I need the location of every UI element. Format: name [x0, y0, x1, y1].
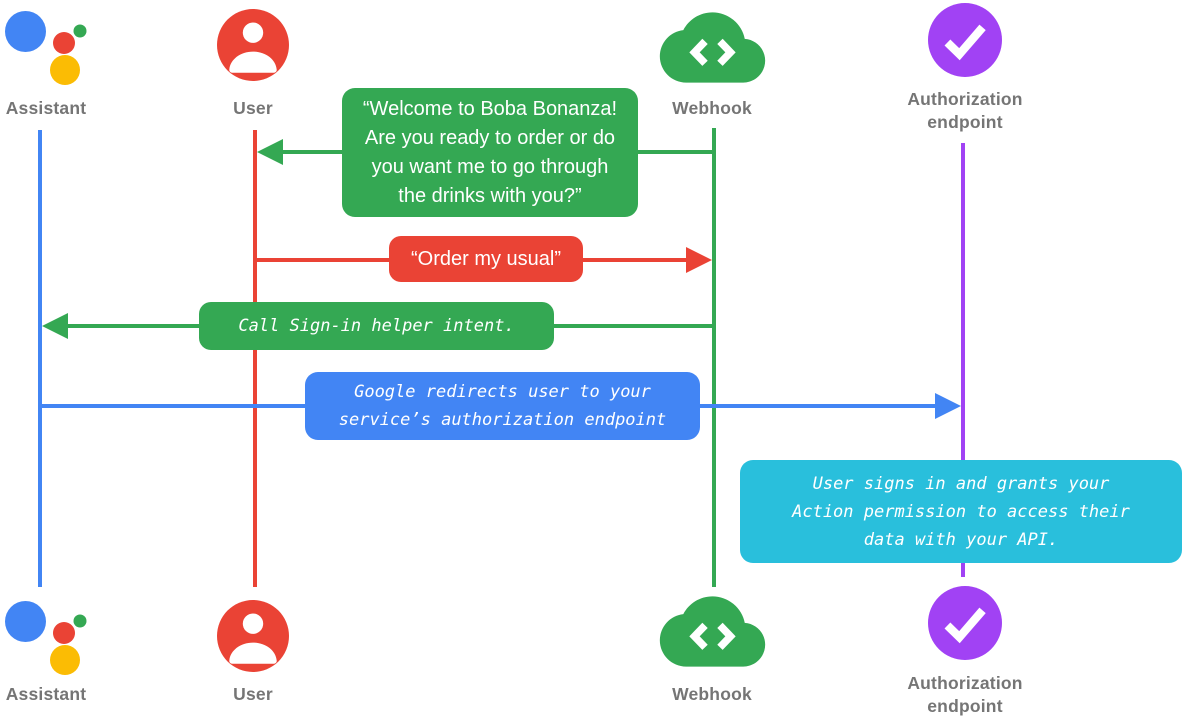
redirect-message-box: Google redirects user to your service’s …: [305, 372, 700, 440]
authorization-check-icon: [928, 3, 1002, 77]
user-label-top: User: [233, 98, 273, 118]
signin-connector-left: [66, 324, 199, 328]
google-assistant-logo-icon: [5, 11, 87, 85]
order-connector-left: [257, 258, 390, 262]
redirect-line-2: service’s authorization endpoint: [338, 410, 667, 430]
user-label-bottom: User: [233, 684, 273, 704]
welcome-connector-right: [638, 150, 712, 154]
welcome-line-4: the drinks with you?”: [398, 184, 582, 207]
grant-line-1: User signs in and grants your: [812, 473, 1110, 494]
grant-line-3: data with your API.: [863, 529, 1059, 550]
grant-line-2: Action permission to access their: [792, 501, 1130, 522]
user-person-icon: [217, 9, 289, 81]
welcome-message-box: “Welcome to Boba Bonanza! Are you ready …: [342, 88, 638, 217]
signin-line-1: Call Sign-in helper intent.: [238, 316, 515, 336]
webhook-label-bottom: Webhook: [672, 684, 752, 704]
auth-label-bottom-line2: endpoint: [927, 696, 1003, 716]
welcome-line-1: “Welcome to Boba Bonanza!: [362, 97, 618, 120]
grant-note-box: User signs in and grants your Action per…: [740, 460, 1182, 563]
order-arrowhead: [686, 247, 712, 273]
auth-label-top-line1: Authorization: [907, 89, 1023, 109]
order-connector-right: [583, 258, 688, 262]
welcome-line-3: you want me to go through: [371, 155, 609, 178]
signin-message-box: Call Sign-in helper intent.: [199, 302, 554, 350]
signin-arrowhead: [42, 313, 68, 339]
assistant-label-top: Assistant: [5, 98, 87, 118]
auth-endpoint-lifeline: [961, 143, 965, 577]
user-lifeline: [253, 130, 257, 587]
welcome-arrowhead: [257, 139, 283, 165]
order-message-box: “Order my usual”: [389, 236, 583, 282]
webhook-cloud-icon: [659, 12, 766, 83]
order-line-1: “Order my usual”: [410, 247, 562, 270]
assistant-label-bottom: Assistant: [5, 684, 87, 704]
auth-label-bottom: Authorization endpoint: [901, 672, 1029, 718]
google-assistant-logo-icon-bottom: [5, 601, 87, 675]
redirect-line-1: Google redirects user to your: [354, 382, 651, 402]
webhook-cloud-icon-bottom: [659, 596, 766, 667]
auth-label-top: Authorization endpoint: [901, 88, 1029, 134]
redirect-connector-left: [42, 404, 305, 408]
welcome-line-2: Are you ready to order or do: [364, 126, 616, 149]
assistant-lifeline: [38, 130, 42, 587]
auth-label-top-line2: endpoint: [927, 112, 1003, 132]
user-person-icon-bottom: [217, 600, 289, 672]
welcome-connector-left: [281, 150, 342, 154]
auth-label-bottom-line1: Authorization: [907, 673, 1023, 693]
redirect-arrowhead: [935, 393, 961, 419]
authorization-check-icon-bottom: [928, 586, 1002, 660]
webhook-lifeline: [712, 128, 716, 587]
redirect-connector-right: [700, 404, 937, 408]
signin-connector-right: [554, 324, 712, 328]
webhook-label-top: Webhook: [672, 98, 752, 118]
